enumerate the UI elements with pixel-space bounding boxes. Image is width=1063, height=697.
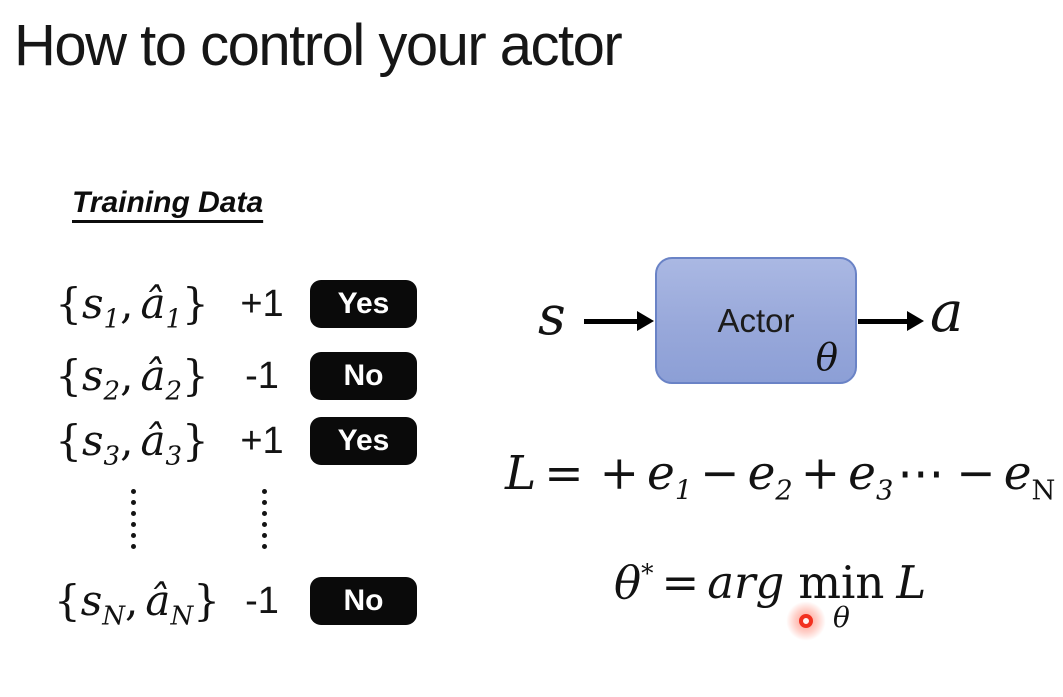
loss-lhs: L bbox=[505, 446, 537, 501]
state-action-pair: {s2,â2} bbox=[55, 351, 209, 407]
theta-star: θ* bbox=[614, 556, 654, 609]
brace-close: } bbox=[182, 416, 209, 465]
loss-formula: L = + e1 − e2 + e3 ⋯ − eN bbox=[505, 446, 1056, 507]
brace-close: } bbox=[193, 576, 220, 625]
reward-value: +1 bbox=[240, 420, 284, 462]
ellipsis: ⋯ bbox=[897, 446, 945, 501]
pair-column-ellipsis bbox=[131, 489, 136, 549]
output-arrow bbox=[858, 319, 908, 324]
brace-open: { bbox=[55, 351, 82, 400]
table-row: {s3,â3} +1 Yes bbox=[0, 417, 440, 471]
feedback-badge: Yes bbox=[310, 417, 417, 465]
feedback-badge: Yes bbox=[310, 280, 417, 328]
reward-value: -1 bbox=[245, 355, 279, 397]
actor-box-label: Actor bbox=[717, 301, 795, 339]
state-action-pair: {s1,â1} bbox=[55, 279, 209, 335]
feedback-badge: No bbox=[310, 577, 417, 625]
min-operator: min θ bbox=[798, 556, 885, 634]
error-term: e1 bbox=[647, 446, 693, 507]
brace-close: } bbox=[182, 351, 209, 400]
input-arrow bbox=[584, 319, 638, 324]
brace-close: } bbox=[182, 279, 209, 328]
state-action-pair: {s3,â3} bbox=[55, 416, 209, 472]
action-output-label: a bbox=[930, 280, 964, 345]
error-term: eN bbox=[1003, 446, 1056, 507]
table-row: {s2,â2} -1 No bbox=[0, 352, 440, 406]
feedback-badge: No bbox=[310, 352, 417, 400]
reward-value: -1 bbox=[245, 580, 279, 622]
reward-value: +1 bbox=[240, 283, 284, 325]
table-row: {sN,âN} -1 No bbox=[0, 577, 440, 631]
brace-open: { bbox=[54, 576, 81, 625]
actor-box: Actor θ bbox=[655, 257, 857, 384]
error-term: e2 bbox=[747, 446, 793, 507]
actor-theta-label: θ bbox=[815, 336, 838, 379]
arg-text: arg bbox=[707, 556, 785, 609]
input-arrowhead-icon bbox=[637, 311, 654, 331]
slide-title: How to control your actor bbox=[14, 13, 623, 78]
reward-column-ellipsis bbox=[262, 489, 267, 549]
table-row: {s1,â1} +1 Yes bbox=[0, 280, 440, 334]
error-term: e3 bbox=[848, 446, 894, 507]
laser-pointer-dot bbox=[799, 614, 813, 628]
state-input-label: s bbox=[538, 284, 566, 347]
loss-variable: L bbox=[896, 556, 927, 609]
brace-open: { bbox=[55, 416, 82, 465]
min-subscript-theta: θ bbox=[832, 601, 850, 634]
state-action-pair: {sN,âN} bbox=[54, 576, 220, 632]
argmin-formula: θ* = arg min θ L bbox=[614, 556, 927, 634]
brace-open: { bbox=[55, 279, 82, 328]
training-data-heading: Training Data bbox=[72, 186, 264, 219]
output-arrowhead-icon bbox=[907, 311, 924, 331]
